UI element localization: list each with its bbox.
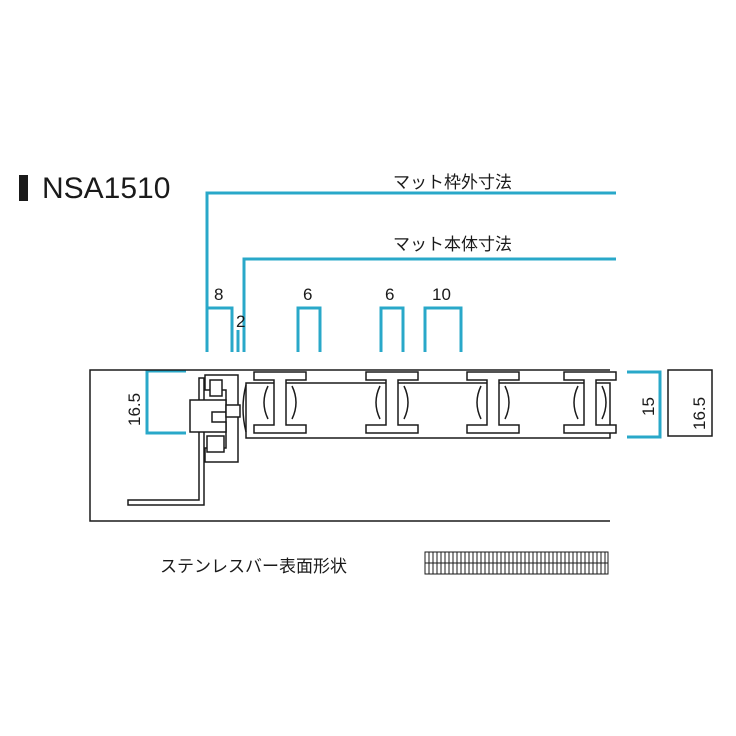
surface-caption: ステンレスバー表面形状 [160, 557, 347, 577]
bar-profile [253, 371, 307, 434]
right-outer-box [667, 369, 713, 437]
dim-10-label: 10 [432, 285, 451, 304]
left-height-bracket [145, 369, 186, 435]
dim-6a-label: 6 [303, 285, 312, 304]
dim-2-label: 2 [236, 312, 245, 331]
dim-10-bracket [423, 306, 463, 352]
right-inner-bracket [627, 370, 662, 439]
dim-6b-bracket [379, 306, 405, 352]
surface-texture-sample [424, 551, 609, 575]
body-label: マット本体寸法 [393, 235, 512, 255]
bar-profiles [253, 371, 617, 434]
title-marker [19, 175, 28, 201]
right-inner-label: 15 [639, 397, 658, 416]
left-height-label: 16.5 [125, 393, 144, 426]
dim-6b-label: 6 [385, 285, 394, 304]
bar-profile [365, 371, 419, 434]
bar-profile-curve [375, 385, 409, 420]
bar-profile-curve [573, 385, 607, 420]
bar-profile [563, 371, 617, 434]
body-leader [242, 257, 616, 352]
floor-outline [89, 369, 610, 522]
frame-outer-leader [205, 191, 616, 352]
frame-profile [127, 374, 241, 506]
dim-6a-bracket [296, 306, 322, 352]
bar-profile-curve [476, 385, 510, 420]
bar-profile-curve [263, 385, 297, 420]
bar-profile [466, 371, 520, 434]
right-outer-label: 16.5 [690, 397, 709, 430]
frame-outer-label: マット枠外寸法 [393, 173, 512, 193]
page-title: NSA1510 [42, 172, 170, 205]
leader-lines [145, 191, 662, 439]
dim-8-bracket [205, 306, 234, 352]
dim-8-label: 8 [214, 285, 223, 304]
